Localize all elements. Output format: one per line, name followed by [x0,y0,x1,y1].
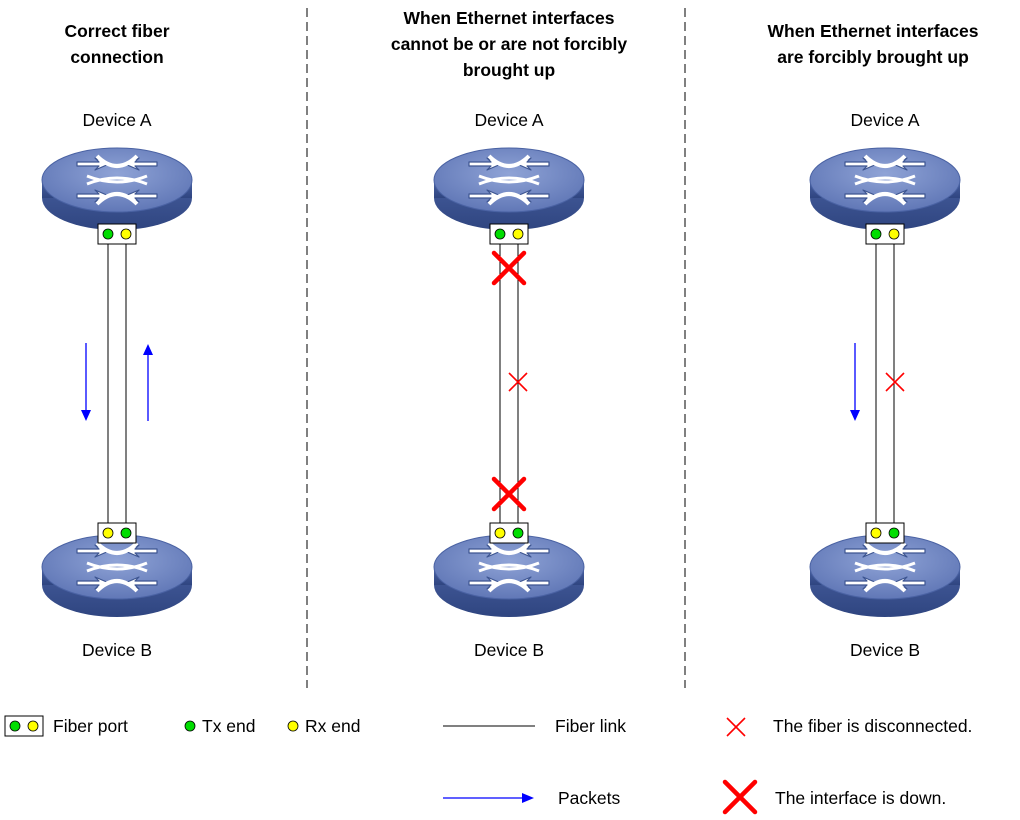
router-device-b-icon [432,533,586,619]
tx-port-dot [102,228,114,240]
panel-2-title-line-1: When Ethernet interfaces [403,8,614,28]
tx-port-dot [870,228,882,240]
panel-1-title-line-1: Correct fiber [64,21,169,41]
legend-fiber-disconnected-icon [726,717,746,737]
panel-3-title-line-1: When Ethernet interfaces [767,21,978,41]
fiber-disconnected-cross-icon [885,372,905,392]
router-device-a-icon [808,146,962,232]
rx-port-dot [102,527,114,539]
interface-down-cross-icon [494,479,524,509]
panel-correct-connection: Correct fiber connection Device A Device… [40,21,194,660]
rx-port-dot [120,228,132,240]
tx-port-dot [120,527,132,539]
panel-3-device-a-label: Device A [850,110,919,130]
router-device-a-icon [40,146,194,232]
tx-port-dot [888,527,900,539]
panel-2-title-line-2: cannot be or are not forcibly [391,34,628,54]
rx-port-dot [512,228,524,240]
packet-arrow-up [143,344,153,421]
router-device-b-icon [40,533,194,619]
legend-rx-dot-icon [287,720,299,732]
panel-2-title-line-3: brought up [463,60,555,80]
tx-port-dot [512,527,524,539]
panel-1-title-line-2: connection [70,47,163,67]
panel-1-device-a-label: Device A [82,110,151,130]
legend-packets-arrow-icon [443,793,534,803]
panel-1-device-b-label: Device B [82,640,152,660]
router-device-a-icon [432,146,586,232]
legend-tx-dot-icon [184,720,196,732]
legend-fiber-port-label: Fiber port [53,716,128,736]
panel-3-title-line-2: are forcibly brought up [777,47,969,67]
panel-forcibly-up: When Ethernet interfaces are forcibly br… [767,21,978,660]
legend: Fiber port Tx end Rx end Fiber link The … [4,715,972,812]
rx-port-dot [494,527,506,539]
packet-arrow-down [81,343,91,421]
panel-2-device-a-label: Device A [474,110,543,130]
panel-not-forcibly-up: When Ethernet interfaces cannot be or ar… [391,8,628,660]
legend-tx-end-label: Tx end [202,716,256,736]
packet-arrow-down [850,343,860,421]
interface-down-cross-icon [494,253,524,283]
legend-packets-label: Packets [558,788,620,808]
rx-port-dot [888,228,900,240]
legend-fiber-port-icon [4,715,44,737]
legend-interface-down-label: The interface is down. [775,788,946,808]
tx-port-dot [494,228,506,240]
rx-port-dot [870,527,882,539]
panel-3-device-b-label: Device B [850,640,920,660]
router-device-b-icon [808,533,962,619]
legend-interface-down-icon [725,782,755,812]
legend-fiber-link-label: Fiber link [555,716,626,736]
legend-rx-end-label: Rx end [305,716,360,736]
legend-fiber-disconnected-label: The fiber is disconnected. [773,716,972,736]
panel-2-device-b-label: Device B [474,640,544,660]
